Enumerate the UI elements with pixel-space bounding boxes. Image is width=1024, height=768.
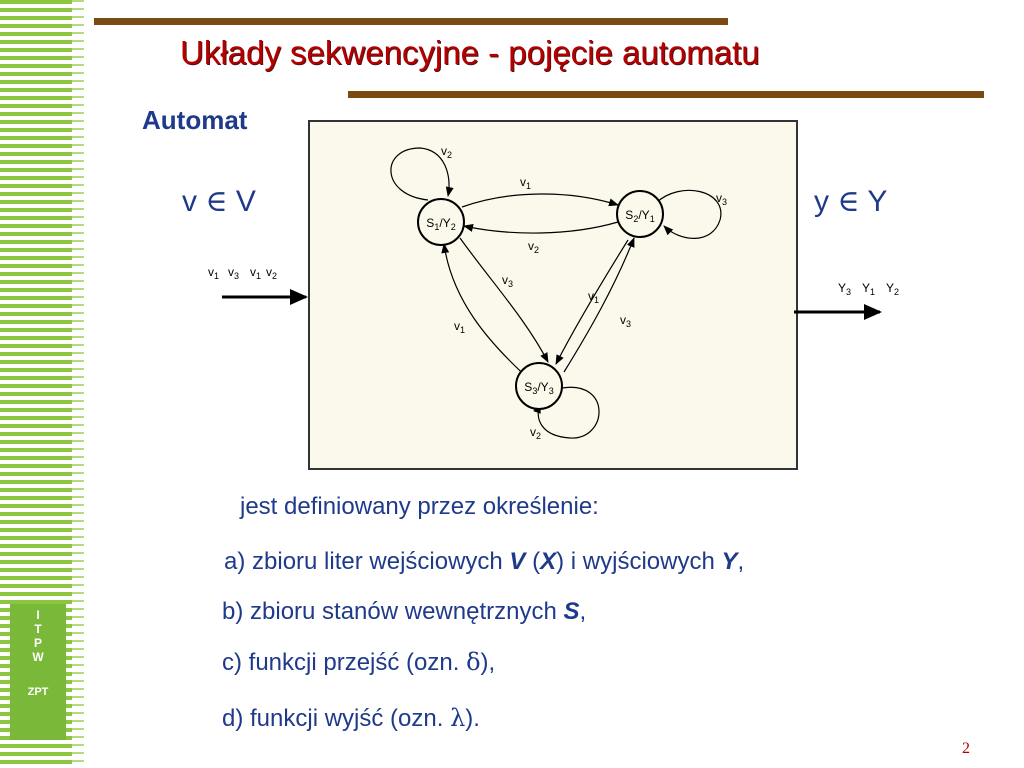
state-label: S3/Y3 xyxy=(524,380,553,396)
item-d-end: ). xyxy=(465,705,480,732)
state-s1: S1/Y2 xyxy=(417,198,465,246)
svg-text:v1: v1 xyxy=(208,265,219,281)
output-sequence: Y3 Y1 Y2 xyxy=(838,281,899,297)
state-label: S1/Y2 xyxy=(426,216,455,232)
output-set-label: y ∈ Y xyxy=(814,184,887,219)
definition-item-b: b) zbioru stanów wewnętrznych S, xyxy=(222,598,586,626)
input-sequence: v1 v3 v1 v2 xyxy=(208,265,277,281)
label-s1-s1: v2 xyxy=(441,144,452,160)
transition-s2-s1 xyxy=(463,221,619,234)
transition-s1-s2 xyxy=(461,193,619,208)
diagram-heading: Automat xyxy=(142,105,248,135)
state-label: S2/Y1 xyxy=(625,208,654,224)
item-a-text: a) zbioru liter wejściowych xyxy=(224,548,510,575)
item-a-end: , xyxy=(737,548,745,575)
label-s2-s3: v1 xyxy=(588,289,599,305)
page-number: 2 xyxy=(962,740,970,757)
label-s3-s2: v3 xyxy=(620,313,631,329)
item-a-text-mid: i wyjściowych xyxy=(570,548,722,575)
logo-subtitle: ZPT xyxy=(27,686,49,698)
element-of-symbol: ∈ xyxy=(205,184,228,219)
transition-s3-s3 xyxy=(533,386,600,439)
definition-item-d: d) funkcji wyjść (ozn. λ). xyxy=(222,704,480,733)
label-s1-s2: v1 xyxy=(520,175,531,191)
transition-s2-s3 xyxy=(555,239,629,365)
svg-text:Y3: Y3 xyxy=(838,281,851,297)
definition-item-a: a) zbioru liter wejściowych V (X) i wyjś… xyxy=(224,548,744,576)
logo-letter: T xyxy=(34,622,42,636)
output-set: Y xyxy=(867,185,888,218)
item-a-paren-open: ( xyxy=(525,548,541,575)
delta-symbol: δ xyxy=(466,648,481,676)
state-s2: S2/Y1 xyxy=(616,190,664,238)
item-a-symbol-v: V xyxy=(509,548,526,575)
transition-s1-s3 xyxy=(459,237,549,363)
item-b-symbol-s: S xyxy=(563,598,580,625)
svg-text:Y1: Y1 xyxy=(862,281,875,297)
logo: I T P W ZPT xyxy=(10,604,66,740)
logo-letter: I xyxy=(36,608,40,622)
slide-title: Układy sekwencyjne - pojęcie automatu xyxy=(180,34,760,71)
input-set-label: v ∈ V xyxy=(182,184,256,219)
item-d-text: d) funkcji wyjść (ozn. xyxy=(222,705,451,732)
decorative-stripes-secondary xyxy=(72,0,84,768)
state-s3: S3/Y3 xyxy=(515,362,563,410)
automaton-box xyxy=(308,120,798,470)
label-s3-s3: v2 xyxy=(530,425,541,441)
logo-letter: W xyxy=(32,650,44,664)
definition-item-c: c) funkcji przejść (ozn. δ), xyxy=(222,648,495,677)
transition-s2-s2 xyxy=(655,189,722,239)
definition-intro: jest definiowany przez określenie: xyxy=(240,493,599,520)
label-s2-s2: v3 xyxy=(716,191,727,207)
transition-labels: v2 v1 v2 v3 v3 v1 v1 v3 v2 xyxy=(441,144,727,441)
title-rule-bottom xyxy=(348,91,984,98)
label-s1-s3: v3 xyxy=(502,273,513,289)
output-var: y xyxy=(814,185,829,218)
label-s3-s1: v1 xyxy=(454,319,465,335)
item-c-text: c) funkcji przejść (ozn. xyxy=(222,649,467,676)
transition-s1-s1 xyxy=(390,147,454,201)
title-rule-top xyxy=(94,18,728,25)
item-a-symbol-x: X xyxy=(540,548,557,575)
logo-letter: P xyxy=(33,636,42,650)
item-c-end: ), xyxy=(480,649,496,676)
item-a-paren-close: ) xyxy=(556,548,571,575)
input-set: V xyxy=(235,185,256,218)
label-s2-s1: v2 xyxy=(528,239,539,255)
input-var: v xyxy=(182,185,197,218)
item-a-symbol-y: Y xyxy=(721,548,738,575)
transition-s3-s1 xyxy=(441,243,531,381)
element-of-symbol: ∈ xyxy=(837,184,860,219)
svg-text:v3: v3 xyxy=(228,265,239,281)
item-b-end: , xyxy=(579,598,587,625)
transition-s3-s2 xyxy=(563,237,635,373)
lambda-symbol: λ xyxy=(450,704,466,732)
item-b-text: b) zbioru stanów wewnętrznych xyxy=(222,598,564,625)
svg-text:Y2: Y2 xyxy=(886,281,899,297)
svg-text:v2: v2 xyxy=(266,265,277,281)
svg-text:v1: v1 xyxy=(250,265,261,281)
